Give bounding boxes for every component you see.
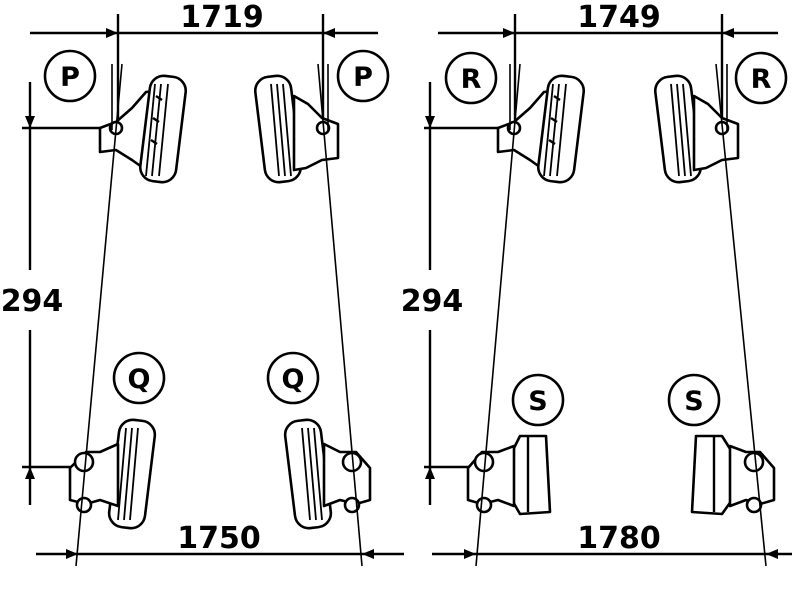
right-top-dimension-value: 1749	[577, 0, 661, 35]
right-top-dimension: 1749	[438, 0, 778, 128]
right-rear-right-tag: S	[667, 373, 721, 427]
left-side-dimension: 294	[1, 82, 110, 505]
left-rear-right-tag: Q	[266, 351, 320, 405]
left-front-right-tag: P	[336, 49, 390, 103]
right-rear-left-tag: S	[511, 373, 565, 427]
svg-text:P: P	[353, 62, 373, 93]
svg-text:P: P	[60, 62, 80, 93]
right-side-dimension-value: 294	[401, 284, 464, 319]
right-track-lines	[475, 63, 767, 567]
left-rear-left-tag: Q	[112, 351, 166, 405]
right-panel: 1749 294	[401, 0, 792, 567]
right-side-dimension: 294	[401, 82, 510, 505]
left-top-dimension-value: 1719	[180, 0, 264, 35]
left-bottom-dimension-value: 1750	[177, 521, 261, 556]
right-bottom-dimension: 1780	[432, 521, 792, 559]
right-front-right-tag: R	[734, 51, 788, 105]
right-rear-left-wheel	[466, 434, 552, 516]
svg-text:R: R	[751, 64, 772, 95]
right-front-right-wheel	[653, 74, 740, 184]
left-bottom-dimension: 1750	[36, 521, 404, 559]
left-rear-right-wheel	[283, 418, 372, 530]
svg-text:S: S	[528, 386, 547, 417]
svg-text:Q: Q	[128, 364, 151, 395]
left-front-left-tag: P	[43, 49, 97, 103]
svg-text:R: R	[461, 64, 482, 95]
right-front-left-tag: R	[444, 51, 498, 105]
left-rear-left-wheel	[68, 418, 157, 530]
left-side-dimension-value: 294	[1, 284, 64, 319]
svg-text:Q: Q	[282, 364, 305, 395]
right-bottom-dimension-value: 1780	[577, 521, 661, 556]
svg-text:S: S	[684, 386, 703, 417]
left-front-right-wheel	[253, 74, 340, 184]
left-top-dimension: 1719	[30, 0, 378, 128]
left-panel: 1719 294	[1, 0, 404, 567]
left-track-lines	[75, 63, 363, 567]
right-rear-right-wheel	[690, 434, 776, 516]
left-front-left-wheel	[98, 74, 188, 184]
right-front-left-wheel	[496, 74, 586, 184]
